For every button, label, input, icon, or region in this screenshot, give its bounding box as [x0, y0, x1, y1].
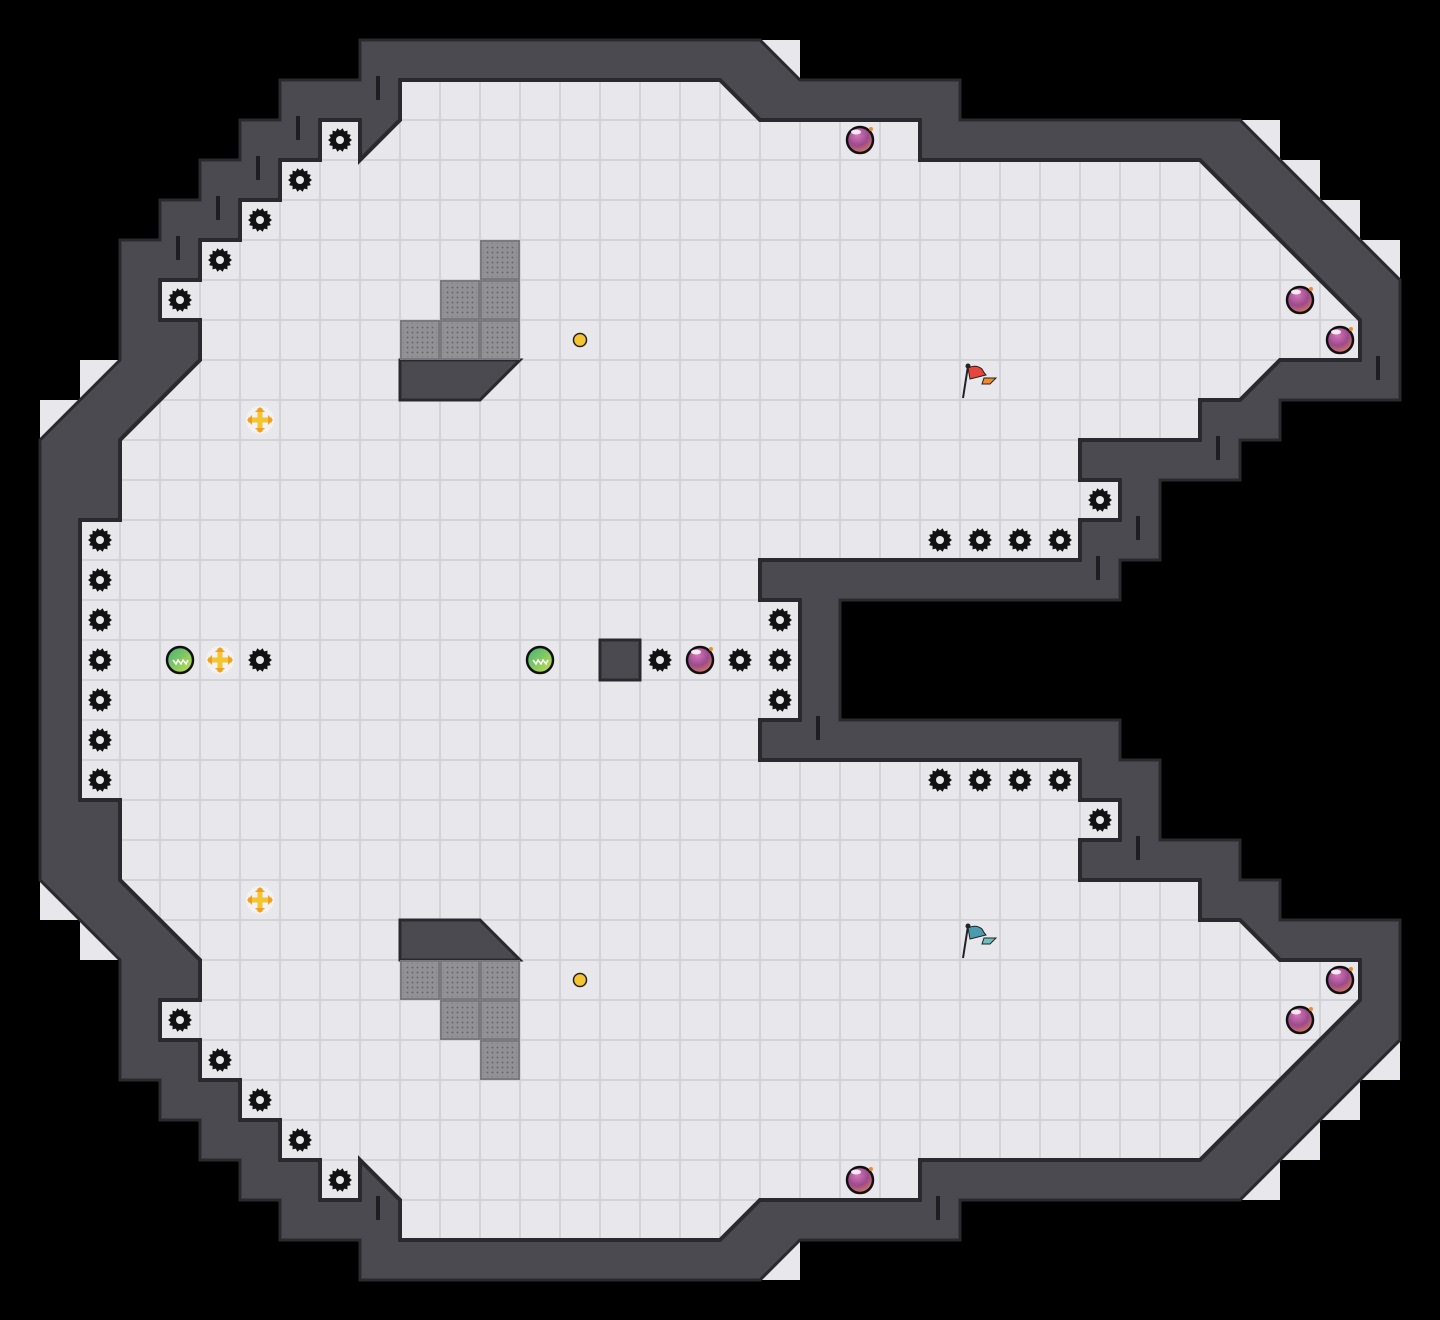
gear-hazard-icon	[768, 688, 792, 712]
gear-hazard-icon	[288, 168, 312, 192]
gear-hazard-icon	[648, 648, 672, 672]
gear-hazard-icon	[968, 768, 992, 792]
wall-slots	[176, 76, 1380, 1220]
gear-hazard-icon	[88, 728, 112, 752]
gear-hazard-icon	[1088, 488, 1112, 512]
bomb-icon	[1325, 325, 1355, 355]
coin-icon	[572, 972, 588, 988]
grate-tile	[440, 280, 480, 320]
move-cross-icon	[246, 406, 274, 434]
gear-hazard-icon	[328, 128, 352, 152]
grate-tile	[440, 1000, 480, 1040]
gear-hazard-icon	[768, 608, 792, 632]
gear-hazard-icon	[768, 648, 792, 672]
grate-tile	[400, 960, 440, 1000]
gear-hazard-icon	[328, 1168, 352, 1192]
gear-hazard-icon	[248, 648, 272, 672]
gear-hazard-icon	[168, 1008, 192, 1032]
gear-hazard-icon	[928, 768, 952, 792]
green-ball-icon	[165, 645, 195, 675]
gear-hazard-icon	[1008, 528, 1032, 552]
coin-icon	[572, 332, 588, 348]
gear-hazard-icon	[1088, 808, 1112, 832]
grate-tile	[440, 320, 480, 360]
gear-hazard-icon	[1048, 768, 1072, 792]
grate-tile	[480, 280, 520, 320]
gear-hazard-icon	[288, 1128, 312, 1152]
gear-hazard-icon	[968, 528, 992, 552]
bomb-icon	[1325, 965, 1355, 995]
gear-hazard-icon	[88, 648, 112, 672]
gear-hazard-icon	[88, 688, 112, 712]
grate-tile	[480, 1040, 520, 1080]
gear-hazard-icon	[248, 1088, 272, 1112]
bomb-icon	[845, 125, 875, 155]
gear-hazard-icon	[88, 768, 112, 792]
solid-block	[598, 638, 642, 682]
grate-tile	[480, 320, 520, 360]
gear-hazard-icon	[248, 208, 272, 232]
grate-tiles	[400, 240, 520, 1080]
gear-hazard-icon	[88, 568, 112, 592]
blue-flag-icon	[962, 923, 998, 959]
red-flag-icon	[962, 363, 998, 399]
grate-tile	[480, 960, 520, 1000]
bomb-icon	[685, 645, 715, 675]
bomb-icon	[1285, 1005, 1315, 1035]
gear-hazard-icon	[728, 648, 752, 672]
grate-tile	[480, 1000, 520, 1040]
gear-hazard-icon	[208, 1048, 232, 1072]
green-ball-icon	[525, 645, 555, 675]
gear-hazard-icon	[1048, 528, 1072, 552]
gear-hazard-icon	[1008, 768, 1032, 792]
gear-hazard-icon	[168, 288, 192, 312]
bomb-icon	[845, 1165, 875, 1195]
move-cross-icon	[206, 646, 234, 674]
gear-hazard-icon	[928, 528, 952, 552]
gear-hazard-icon	[208, 248, 232, 272]
bomb-icon	[1285, 285, 1315, 315]
grate-tile	[480, 240, 520, 280]
grate-tile	[400, 320, 440, 360]
entities	[88, 125, 1355, 1195]
move-cross-icon	[246, 886, 274, 914]
gear-hazard-icon	[88, 528, 112, 552]
grate-tile	[440, 960, 480, 1000]
gear-hazard-icon	[88, 608, 112, 632]
